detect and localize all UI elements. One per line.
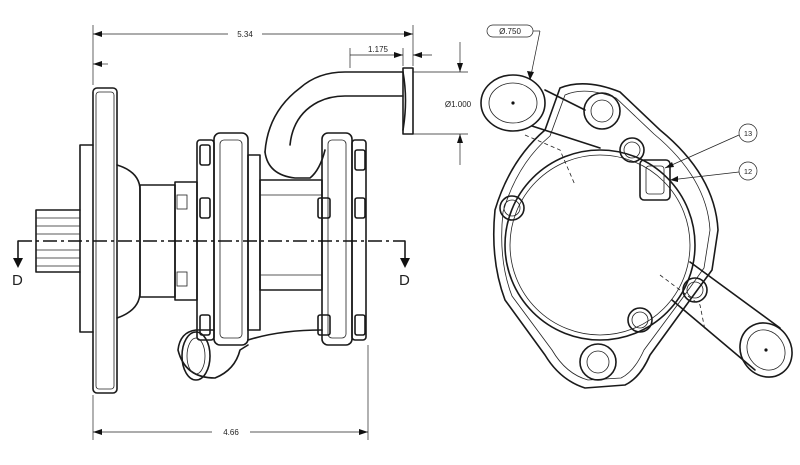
callout-13 [738,123,758,143]
section-mark-right: D [399,272,410,289]
bolt-bottom [627,307,653,333]
side-view-dimensions: 5.34 1.175 Ø1.000 4.66 [92,25,472,440]
outlet-elbow [264,71,404,153]
side-outlet [689,261,781,329]
top-port [480,74,546,132]
mount-hole-top [583,92,621,130]
bolt-right [682,277,708,303]
pump-body [213,132,249,346]
dim-overall-length: 5.34 [237,30,253,39]
side-view: D D [12,67,414,394]
impeller-housing [504,149,696,341]
mount-hole-bottom [579,343,617,381]
callout-12 [738,161,758,181]
svg-text:13: 13 [744,129,752,138]
front-view [480,74,793,389]
dim-base-length: 4.66 [223,428,239,437]
dim-outlet-diameter: Ø1.000 [445,100,472,109]
front-housing-outline [492,83,719,389]
inlet-port [177,329,249,379]
pump-body-front-plate [196,139,215,341]
bolt-top-right [619,137,645,163]
svg-text:12: 12 [744,167,752,176]
section-mark-left: D [12,272,23,289]
rear-cover [321,132,353,346]
dim-outlet-offset: 1.175 [368,45,389,54]
dim-port-diameter: Ø.750 [499,27,521,36]
bolt-left [499,195,525,221]
front-view-annotations: Ø.750 13 12 [486,24,758,182]
